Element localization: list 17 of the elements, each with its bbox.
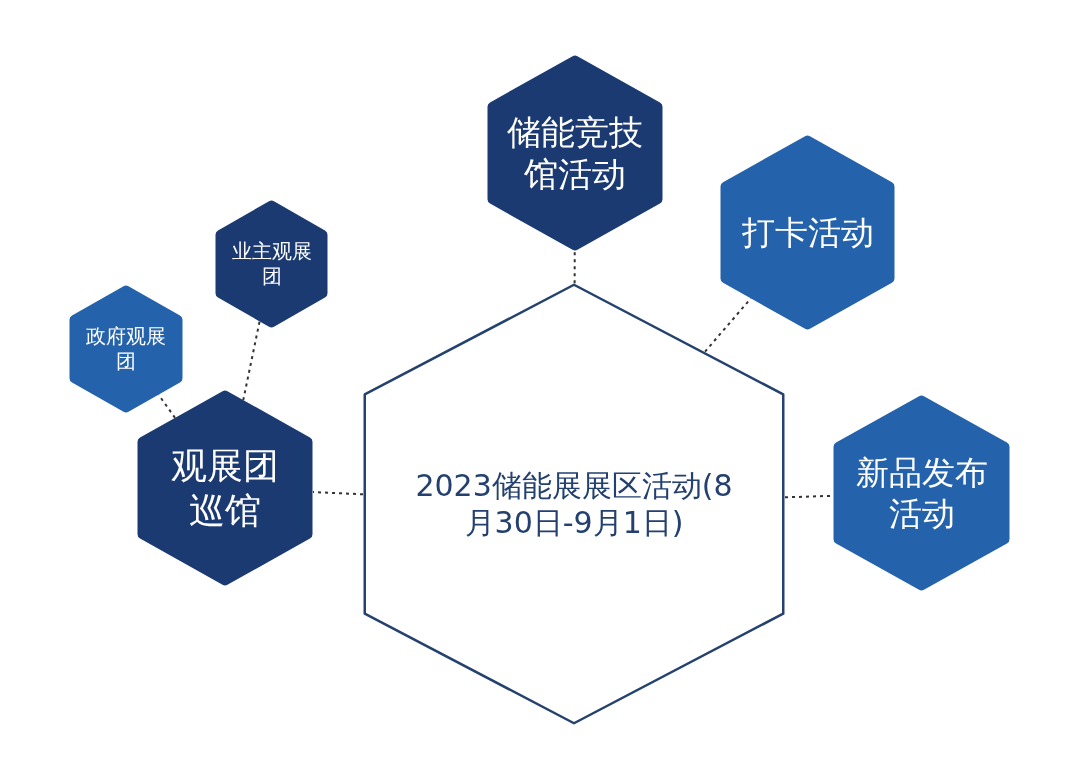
connector-line	[573, 249, 576, 285]
hexagon	[363, 283, 785, 725]
connector-line	[312, 491, 364, 496]
hexagon-text: 2023储能展展区活动(8月30日-9月1日)	[414, 466, 734, 542]
hexagon	[720, 135, 895, 330]
hexagon-text: 政府观展团	[86, 324, 166, 374]
hexagon	[487, 55, 663, 251]
hexagon	[833, 395, 1010, 591]
hexagon-text: 打卡活动	[741, 211, 874, 254]
connector-line	[242, 320, 261, 402]
hexagon-text: 观展团巡馆	[170, 444, 280, 533]
hexagon	[137, 390, 313, 586]
hexagon-text: 业主观展团	[231, 239, 312, 289]
hexagon-text: 新品发布活动	[854, 451, 989, 535]
hexagon-text: 储能竞技馆活动	[506, 110, 644, 196]
hexagon	[69, 285, 183, 413]
hexagon	[215, 200, 328, 328]
